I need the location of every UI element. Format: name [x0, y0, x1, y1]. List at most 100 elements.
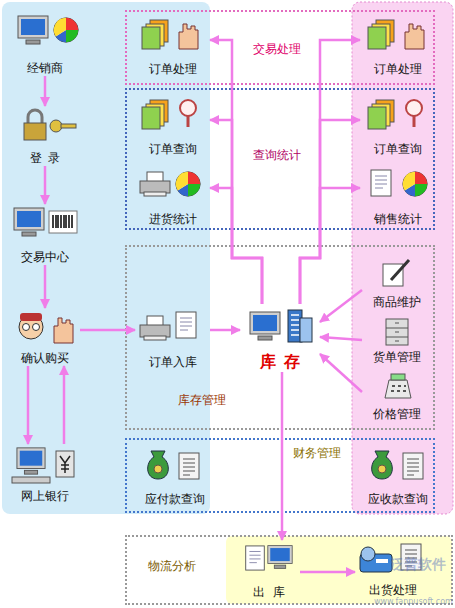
lock-icon — [24, 110, 46, 140]
node-label: 价格管理 — [362, 407, 432, 422]
icon-node: 订单查询 — [360, 95, 435, 157]
flow-arrow — [320, 354, 362, 392]
pie-icon — [54, 18, 78, 42]
receipt-icon — [403, 453, 423, 479]
flow-arrow — [210, 120, 262, 304]
node-label: 出库 — [238, 585, 300, 600]
group-title: 查询统计 — [253, 148, 301, 163]
group-box: 库存管理 订单入库 库存 商品维护货单管理价格管理 — [125, 245, 435, 430]
node-label: 商品维护 — [362, 295, 432, 310]
icon-node: 价格管理 — [362, 370, 432, 422]
building-icon — [288, 310, 312, 342]
icon-node: 网上银行 — [10, 444, 80, 504]
printer-icon — [140, 316, 170, 340]
node-label: 订单处理 — [360, 62, 435, 77]
icon-node: 订单处理 — [135, 15, 210, 77]
cabinet-icon — [386, 319, 408, 345]
docs-icon — [368, 20, 394, 49]
key-icon — [50, 120, 76, 132]
group-box: 查询统计 订单查询 订单查询进货统计 销售统计 — [125, 88, 435, 230]
docs-icon — [368, 100, 394, 129]
flow-arrow — [210, 188, 262, 304]
node-label: 订单查询 — [135, 142, 210, 157]
flow-arrow — [300, 188, 360, 304]
node-label: 确认购买 — [10, 351, 80, 366]
icon-node: 应收款查询 — [360, 445, 435, 507]
machine-icon — [360, 547, 392, 572]
icon-node: 订单查询 — [135, 95, 210, 157]
icon-node: 交易中心 — [10, 204, 80, 265]
monitor-icon — [250, 312, 280, 340]
flow-arrow — [44, 76, 47, 106]
icon-node: 应付款查询 — [135, 445, 215, 507]
monitor-icon — [18, 16, 48, 44]
icon-node: 经销商 — [10, 12, 80, 76]
group-title: 财务管理 — [293, 446, 341, 461]
group-title: 库存管理 — [178, 393, 226, 408]
flow-arrow — [300, 571, 355, 574]
flow-arrow — [80, 329, 135, 332]
node-label: 订单处理 — [135, 62, 210, 77]
flow-arrow — [27, 366, 30, 444]
icon-node: 商品维护 — [362, 252, 432, 310]
node-label: 订单查询 — [360, 142, 435, 157]
flow-arrow — [44, 265, 47, 308]
node-label: 登录 — [15, 151, 75, 166]
magnifier-icon — [406, 100, 422, 127]
node-label: 库存 — [240, 352, 320, 372]
node-label: 销售统计 — [360, 212, 435, 227]
icon-node: 确认购买 — [10, 308, 80, 366]
paper-icon — [371, 170, 391, 196]
flow-arrow — [320, 290, 362, 322]
barcode-icon — [49, 211, 77, 233]
icon-node: 登录 — [15, 106, 75, 166]
node-label: 订单入库 — [135, 355, 210, 370]
docs-icon — [142, 20, 168, 49]
icon-node: 出库 — [238, 540, 300, 600]
group-title: 交易处理 — [253, 42, 301, 57]
receipt-icon — [179, 453, 199, 479]
paper-icon — [246, 546, 265, 570]
node-label: 货单管理 — [362, 350, 432, 365]
logistics-highlight — [226, 536, 452, 604]
monitor-icon — [268, 546, 292, 569]
atm-icon — [56, 451, 74, 477]
flow-arrow — [281, 372, 284, 540]
icon-node: 订单入库 — [135, 308, 210, 370]
pen-icon — [383, 260, 409, 286]
register-icon — [385, 374, 411, 398]
docs-icon — [142, 100, 168, 129]
icon-node: 销售统计 — [360, 165, 435, 227]
node-label: 进货统计 — [135, 212, 210, 227]
monitor-icon — [14, 208, 44, 236]
icon-node: 货单管理 — [362, 315, 432, 365]
pie-icon — [176, 172, 200, 196]
flow-arrow — [300, 120, 360, 304]
icon-node: 进货统计 — [135, 165, 210, 227]
face-icon — [19, 313, 43, 339]
flow-arrow — [210, 329, 240, 332]
flow-arrow — [320, 337, 362, 340]
bag-icon — [148, 451, 169, 479]
hand-icon — [405, 24, 424, 49]
printer-icon — [140, 172, 170, 196]
node-label: 经销商 — [10, 61, 80, 76]
paper-icon — [176, 312, 196, 338]
watermark: www.fanpusoft.com — [374, 597, 453, 607]
pie-icon — [403, 172, 427, 196]
group-title: 物流分析 — [148, 559, 196, 574]
icon-node: 库存 — [240, 304, 320, 372]
flow-arrow — [300, 40, 360, 304]
flow-arrow — [210, 40, 262, 304]
flow-arrow — [63, 366, 66, 444]
icon-node: 订单处理 — [360, 15, 435, 77]
keyboard-icon — [12, 477, 50, 483]
node-label: 应付款查询 — [135, 492, 215, 507]
flow-arrow — [44, 166, 47, 204]
node-label: 交易中心 — [10, 250, 80, 265]
magnifier-icon — [180, 100, 196, 127]
bag-icon — [372, 451, 393, 479]
node-label: 网上银行 — [10, 489, 80, 504]
